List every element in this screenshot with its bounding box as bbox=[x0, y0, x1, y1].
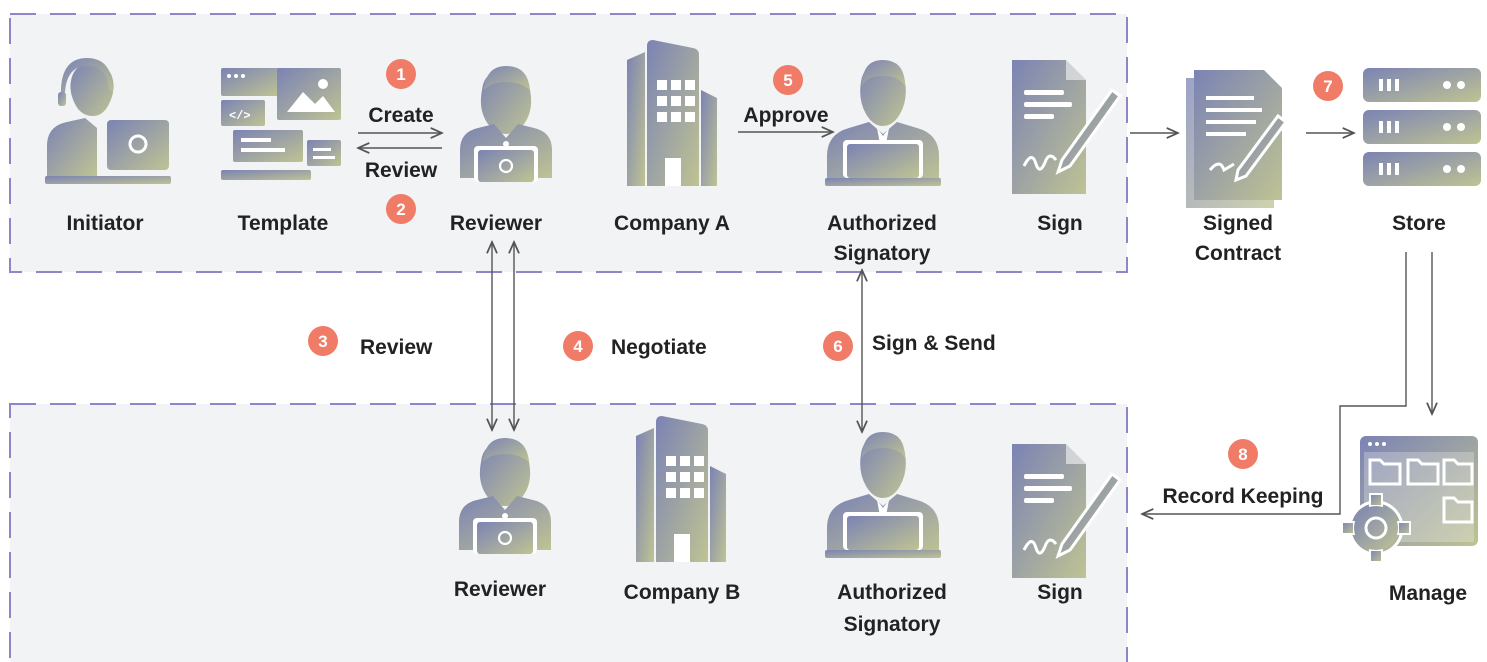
step-8-number: 8 bbox=[1238, 445, 1247, 464]
sign-b-label: Sign bbox=[1037, 581, 1083, 604]
step-4: 4 Negotiate bbox=[563, 331, 707, 361]
reviewer-a-label: Reviewer bbox=[450, 212, 542, 235]
record-keeping-arrow bbox=[1142, 252, 1407, 514]
reviewer-b-label: Reviewer bbox=[454, 578, 546, 601]
signatory-b-label-line1: Authorized bbox=[837, 581, 947, 604]
step-2-label: Review bbox=[365, 159, 438, 182]
step-5-number: 5 bbox=[783, 71, 792, 90]
signatory-b-label-line2: Signatory bbox=[844, 613, 941, 636]
company-b-label: Company B bbox=[624, 581, 741, 604]
step-2-number: 2 bbox=[396, 200, 405, 219]
svg-text:</>: </> bbox=[229, 109, 251, 123]
person-laptop-icon bbox=[45, 58, 171, 184]
signed-contract-label-line2: Contract bbox=[1195, 242, 1281, 265]
signatory-a-label-line2: Signatory bbox=[834, 242, 931, 265]
step-3: 3 Review bbox=[308, 326, 433, 359]
step-3-label: Review bbox=[360, 336, 433, 359]
step-6: 6 Sign & Send bbox=[823, 331, 996, 361]
step-1-label: Create bbox=[368, 104, 433, 127]
server-icon bbox=[1363, 68, 1481, 186]
manage-label: Manage bbox=[1389, 582, 1467, 605]
step-6-number: 6 bbox=[833, 337, 842, 356]
step-1-number: 1 bbox=[396, 65, 405, 84]
step-8: 8 Record Keeping bbox=[1162, 439, 1324, 508]
step-4-label: Negotiate bbox=[611, 336, 707, 359]
template-label: Template bbox=[238, 212, 329, 235]
company-a-label: Company A bbox=[614, 212, 730, 235]
signed-contract-icon bbox=[1186, 70, 1289, 208]
step-3-badge bbox=[308, 326, 338, 356]
step-4-number: 4 bbox=[573, 337, 583, 356]
sign-a-label: Sign bbox=[1037, 212, 1083, 235]
signed-contract-label-line1: Signed bbox=[1203, 212, 1273, 235]
company-a-region bbox=[9, 13, 1128, 273]
step-6-badge bbox=[823, 331, 853, 361]
step-5-badge bbox=[773, 65, 803, 95]
step-7: 7 bbox=[1313, 71, 1343, 101]
company-b-region bbox=[9, 403, 1128, 662]
step-1-badge bbox=[386, 59, 416, 89]
step-3-number: 3 bbox=[318, 332, 327, 351]
step-4-badge bbox=[563, 331, 593, 361]
step-7-badge bbox=[1313, 71, 1343, 101]
initiator-label: Initiator bbox=[67, 212, 144, 235]
signatory-a-label-line1: Authorized bbox=[827, 212, 937, 235]
step-7-number: 7 bbox=[1323, 77, 1332, 96]
connectors bbox=[358, 132, 1432, 514]
step-5-label: Approve bbox=[743, 104, 828, 127]
step-2: Review 2 bbox=[365, 159, 438, 224]
node-labels: Initiator Template Reviewer Company A Au… bbox=[67, 212, 1468, 636]
step-1: 1 Create bbox=[368, 59, 434, 127]
step-2-badge bbox=[386, 194, 416, 224]
store-label: Store bbox=[1392, 212, 1446, 235]
step-6-label: Sign & Send bbox=[872, 332, 996, 355]
step-8-label: Record Keeping bbox=[1162, 485, 1323, 508]
template-icon: </> bbox=[221, 68, 341, 180]
manage-folders-icon bbox=[1341, 436, 1478, 563]
step-5: 5 Approve bbox=[743, 65, 829, 127]
step-8-badge bbox=[1228, 439, 1258, 469]
